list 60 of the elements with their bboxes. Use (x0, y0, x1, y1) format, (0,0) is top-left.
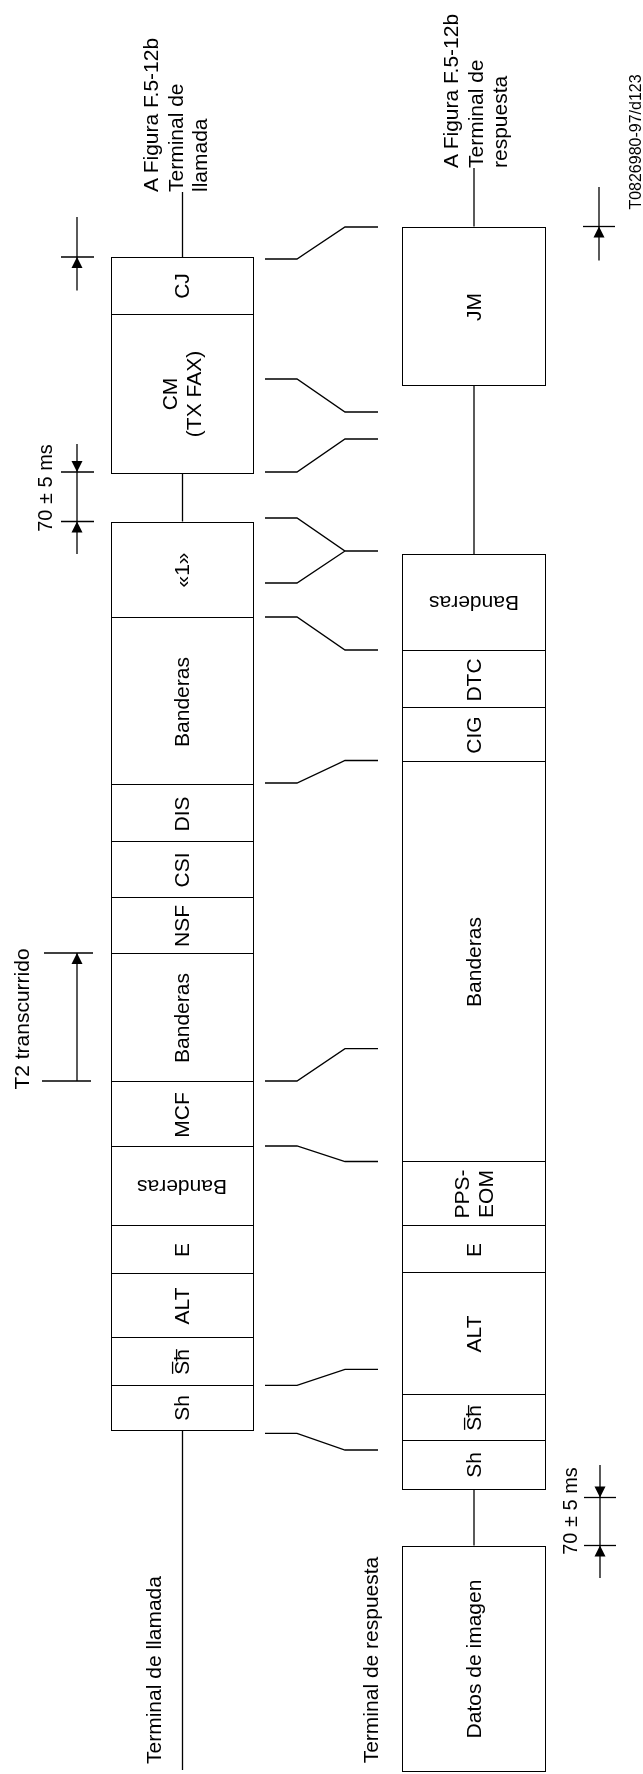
block-label: Datos de imagen (461, 1579, 486, 1739)
frame-block (402, 1440, 546, 1490)
frame-block (111, 617, 254, 786)
block-label: S̅h̅ (169, 1349, 194, 1375)
block-label: MCF (169, 1091, 194, 1138)
connector-line (181, 191, 184, 258)
block-label: JM (461, 292, 486, 321)
frame-block (402, 554, 546, 652)
block-label: CJ (169, 273, 194, 300)
frame-block (402, 1545, 546, 1772)
terminal-label: Terminal de llamada (141, 1576, 166, 1764)
frame-block (402, 707, 546, 762)
block-label: E (169, 1243, 194, 1257)
dimension-label: T2 transcurrido (9, 948, 34, 1090)
frame-block (111, 257, 254, 315)
frame-block (111, 1385, 254, 1431)
block-label: Banderas (461, 916, 486, 1007)
block-label: DTC (461, 657, 486, 702)
frame-block (111, 521, 254, 619)
block-label: Banderas (137, 1174, 227, 1199)
block-label: CIG (461, 716, 486, 754)
reference-label: A Figura F.5-12b Terminal de llamada (139, 20, 213, 192)
dimension-label: 70 ± 5 ms (558, 1467, 582, 1555)
frame-block (111, 1337, 254, 1387)
block-label: CM (TX FAX) (157, 350, 206, 437)
dimension-label: 70 ± 5 ms (33, 444, 57, 532)
connector-line (473, 167, 475, 228)
frame-block (111, 313, 254, 474)
frame-block (402, 650, 546, 709)
block-label: Banderas (169, 973, 194, 1063)
block-label: Banderas (428, 591, 519, 616)
frame-block (111, 841, 254, 899)
frame-block (111, 953, 254, 1083)
block-label: ALT (169, 1287, 194, 1325)
block-label: E (461, 1242, 486, 1257)
block-label: CSI (169, 852, 194, 888)
frame-block (402, 1225, 546, 1274)
block-label: PPS-EOM (449, 1168, 498, 1220)
block-label: NSF (169, 905, 194, 947)
frame-block (111, 897, 254, 955)
frame-block (402, 760, 546, 1163)
frame-block (111, 1081, 254, 1148)
frame-block (402, 1161, 546, 1227)
frame-block (111, 1273, 254, 1339)
frame-block (402, 226, 546, 386)
block-label: Sh (169, 1395, 194, 1421)
block-label: Banderas (169, 656, 194, 747)
frame-block (402, 1272, 546, 1395)
block-label: ALT (461, 1315, 486, 1353)
block-label: «1» (169, 552, 194, 588)
frame-block (111, 1225, 254, 1275)
frame-block (111, 784, 254, 843)
block-label: Sh (461, 1452, 486, 1478)
figure-code: T0826980-97/d123 (626, 74, 643, 210)
terminal-label: Terminal de respuesta (358, 1556, 383, 1764)
frame-block (402, 1393, 546, 1442)
block-label: DIS (169, 796, 194, 831)
reference-label: A Figura F.5-12b Terminal de respuesta (439, 0, 513, 168)
block-label: S̅h̅ (461, 1404, 486, 1431)
frame-block (111, 1146, 254, 1227)
